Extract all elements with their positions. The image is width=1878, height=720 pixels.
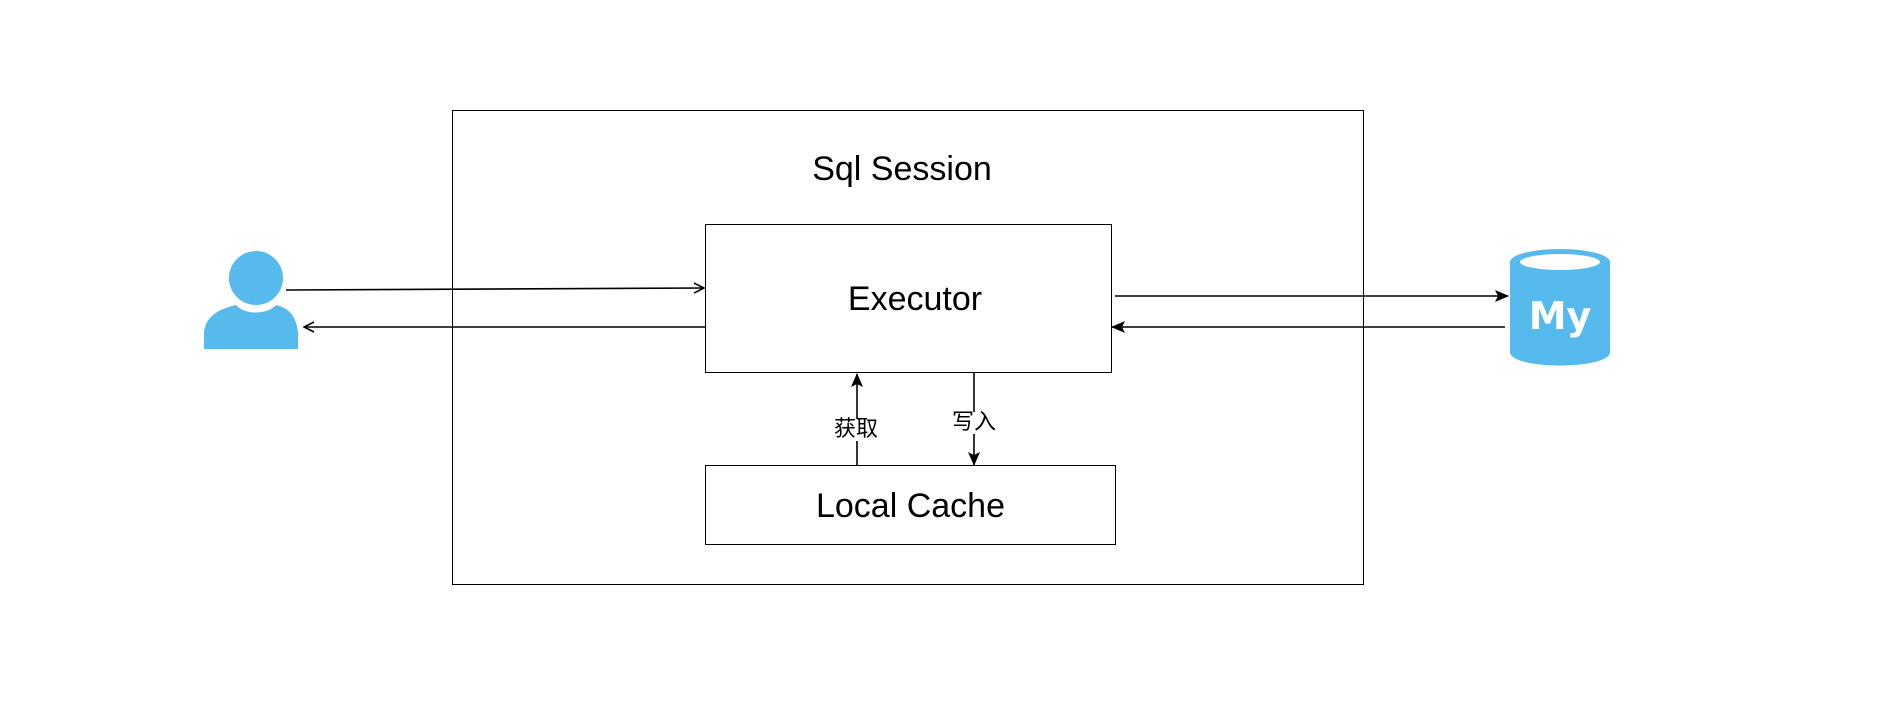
local-cache-label: Local Cache [815, 487, 1005, 525]
fetch-edge-label: 获取 [832, 417, 881, 442]
mysql-database-icon: My [1510, 249, 1610, 366]
executor-label: Executor [847, 280, 983, 318]
database-icon-label: My [1529, 294, 1592, 338]
executor-box [705, 224, 1112, 373]
write-edge-label: 写入 [950, 410, 999, 435]
user-icon [204, 251, 298, 349]
user-to-executor-arrow [285, 288, 704, 290]
local-cache-box [705, 465, 1116, 545]
sql-session-title: Sql Session [812, 150, 992, 188]
